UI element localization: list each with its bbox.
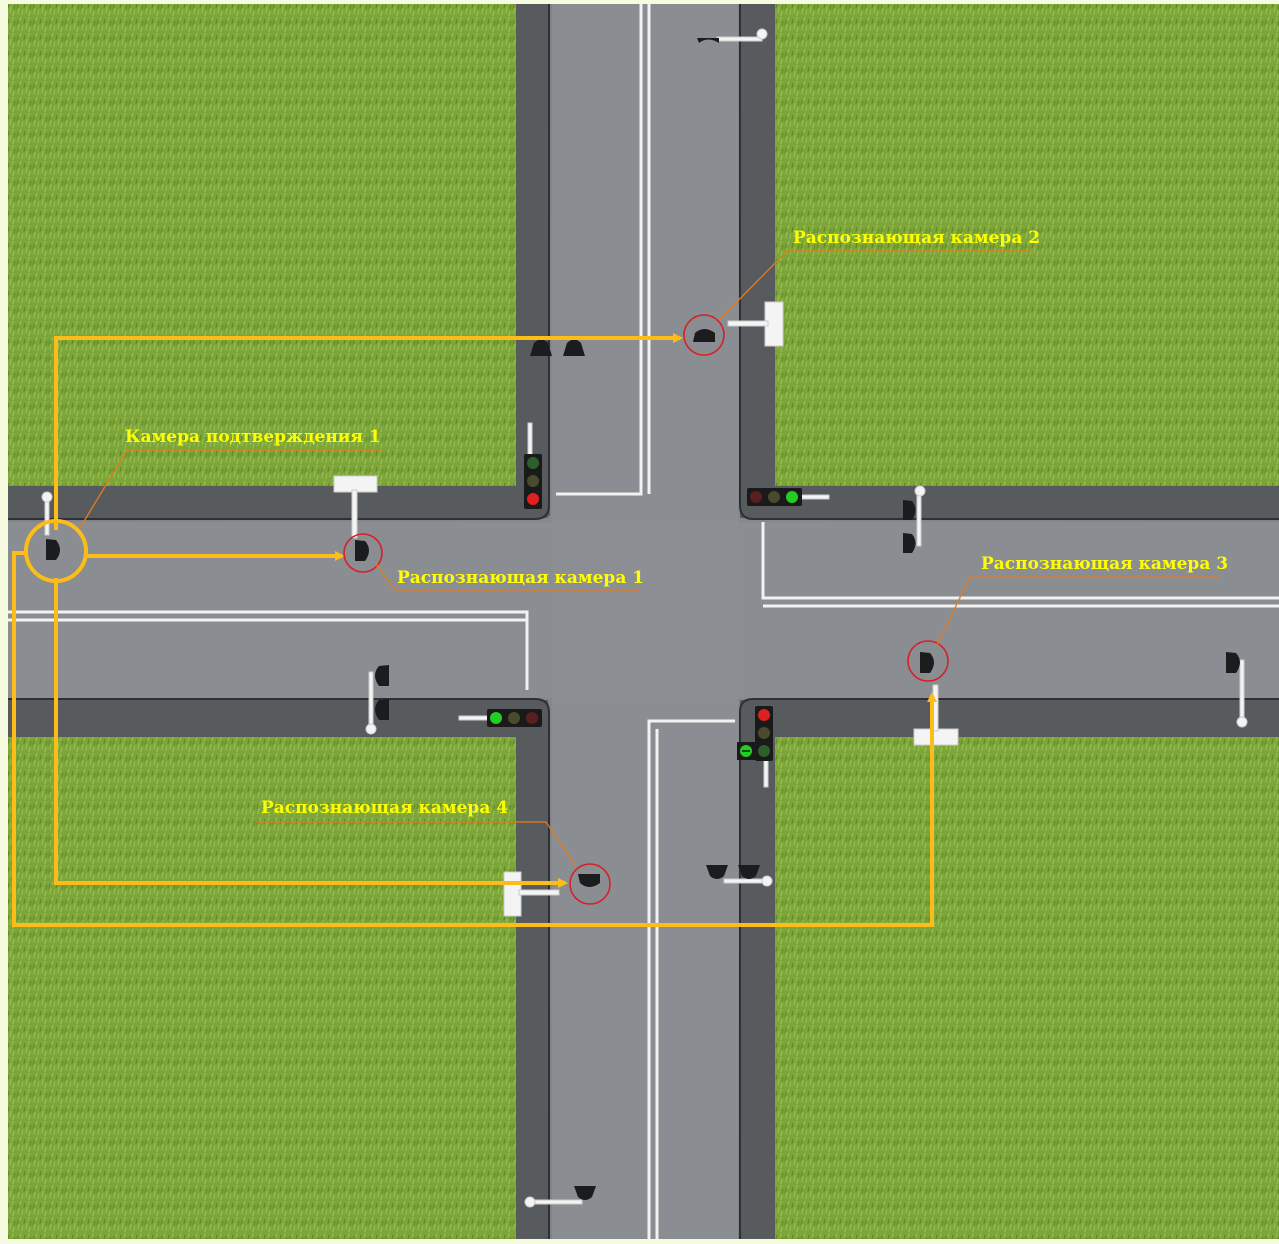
arrow-to-recog-3 (12, 551, 937, 927)
camera-recog-4 (578, 874, 600, 887)
traffic-lights (487, 454, 802, 761)
roads (8, 4, 1279, 1239)
signal-arrows (12, 333, 937, 927)
label-recog-camera-2: Распознающая камера 2 (793, 228, 1040, 248)
label-recog-camera-3: Распознающая камера 3 (981, 554, 1228, 574)
camera-labels: Камера подтверждения 1 Распознающая каме… (125, 228, 1228, 818)
camera-confirm-1 (46, 539, 60, 560)
arrow-to-recog-2 (54, 333, 683, 530)
camera-recog-3 (920, 652, 934, 673)
traffic-light-south-east (737, 706, 773, 761)
recog-camera-highlights (343, 314, 949, 905)
camera-recog-2 (693, 329, 715, 342)
arrow-to-recog-4 (54, 578, 568, 888)
confirm-camera-highlight (24, 519, 88, 583)
label-confirm-camera-1: Камера подтверждения 1 (125, 427, 381, 447)
label-recog-camera-4: Распознающая камера 4 (261, 798, 508, 818)
gantry-south (503, 871, 522, 917)
camera-recog-1 (355, 540, 369, 561)
traffic-light-west-north (524, 454, 542, 509)
traffic-light-west-south (487, 709, 542, 727)
traffic-light-north-east (747, 488, 802, 506)
label-recog-camera-1: Распознающая камера 1 (397, 568, 644, 588)
leader-lines (79, 250, 1219, 867)
cameras (46, 38, 1240, 1200)
lane-markings (8, 4, 1279, 1239)
